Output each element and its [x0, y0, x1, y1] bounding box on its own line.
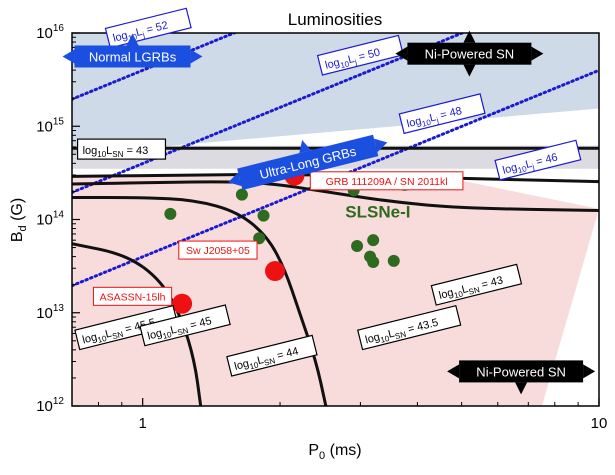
jet-label-text-3: log10Lj = 46 — [501, 151, 559, 178]
region-arrow-text-3: Ni-Powered SN — [476, 364, 566, 379]
lsn-label-box-0 — [76, 138, 167, 160]
lsn-label-box-5 — [430, 263, 523, 306]
x-tick-label-0: 1 — [139, 415, 147, 432]
x-tick-label-1: 10 — [591, 415, 608, 432]
slsne-point-1 — [235, 188, 248, 201]
slsne-point-0 — [164, 207, 177, 220]
event-point-2 — [172, 293, 193, 314]
region-arrow-3: Ni-Powered SN — [447, 360, 596, 395]
region-arrow-box-2 — [237, 134, 379, 190]
slsne-point-6 — [351, 239, 364, 252]
jet-label-text-2: log10Lj = 48 — [406, 105, 464, 132]
lsn-label-text-3: log10LSN = 44 — [233, 345, 300, 374]
region-arrow-right-3 — [583, 364, 596, 379]
event-label-box-2 — [92, 286, 173, 306]
region-arrow-down-1 — [463, 64, 476, 77]
y-tick-label-3: 1015 — [36, 116, 64, 135]
lsn-label-5: log10LSN = 43 — [430, 263, 523, 306]
lsn-contour-2 — [72, 180, 599, 212]
lsn-contour-3 — [72, 196, 328, 406]
jet-line-52 — [72, 0, 599, 6]
lsn-label-text-5: log10LSN = 43 — [438, 274, 505, 303]
event-point-1 — [265, 261, 286, 282]
lsn-label-3: log10LSN = 44 — [226, 334, 318, 377]
region-arrow-down-3 — [515, 382, 528, 395]
jet-label-box-2 — [398, 93, 486, 135]
region-arrow-right-2 — [373, 138, 388, 153]
chart-title: Luminosities — [288, 10, 383, 29]
region-arrow-up-1 — [463, 30, 476, 43]
slsne-point-7 — [367, 234, 380, 247]
jet-label-box-1 — [316, 34, 404, 76]
lsn-label-box-1 — [74, 304, 179, 351]
jet-label-box-0 — [104, 7, 192, 49]
jet-label-2: log10Lj = 48 — [398, 93, 486, 135]
region-arrow-right-0 — [190, 49, 203, 64]
event-label-0: GRB 111209A / SN 2011kl — [326, 176, 448, 188]
jet-label-1: log10Lj = 50 — [316, 34, 404, 76]
region-arrow-box-0 — [74, 45, 191, 68]
region-arrow-box-1 — [407, 42, 532, 65]
y-tick-label-2: 1014 — [36, 210, 64, 229]
x-axis-title: P0 (ms) — [308, 442, 361, 462]
lsn-label-text-0: log10LSN = 43 — [83, 145, 149, 159]
event-label-box-1 — [178, 240, 258, 260]
lsn-label-text-2: log10LSN = 45 — [146, 315, 213, 344]
lsn-label-4: log10LSN = 43.5 — [357, 304, 462, 351]
lower-right-region — [541, 208, 599, 406]
region-arrow-up-0 — [126, 33, 139, 46]
lsn-label-2: log10LSN = 45 — [139, 304, 231, 347]
y-tick-label-4: 1016 — [36, 23, 64, 42]
region-arrow-1: Ni-Powered SN — [395, 30, 544, 77]
region-arrow-left-0 — [62, 49, 75, 64]
y-tick-label-0: 1012 — [36, 396, 64, 415]
event-label-2: ASASSN-15lh — [100, 291, 166, 303]
region-arrow-up-2 — [299, 140, 311, 154]
event-label-1: Sw J2058+05 — [186, 245, 250, 257]
event-label-box-0 — [309, 171, 464, 191]
slsne-point-2 — [257, 209, 270, 222]
y-tick-label-1: 1013 — [36, 303, 64, 322]
lsn-label-box-2 — [139, 304, 231, 347]
jet-label-3: log10Lj = 46 — [494, 139, 582, 181]
jet-label-0: log10Lj = 52 — [104, 7, 192, 49]
region-arrow-left-3 — [447, 364, 460, 379]
region-arrow-right-1 — [531, 46, 544, 61]
region-arrow-left-1 — [395, 46, 408, 61]
region-arrow-text-0: Normal LGRBs — [89, 49, 177, 64]
slsne-point-9 — [367, 256, 380, 269]
slsne-region-label: SLSNe-I — [345, 203, 410, 222]
lsn-label-0: log10LSN = 43 — [76, 138, 167, 160]
region-arrow-box-3 — [459, 360, 584, 383]
region-arrow-left-2 — [228, 172, 242, 187]
region-arrow-text-1: Ni-Powered SN — [425, 47, 515, 62]
jet-label-text-1: log10Lj = 50 — [324, 47, 382, 74]
slsne-point-10 — [387, 254, 400, 267]
lsn-label-box-3 — [226, 334, 318, 377]
y-axis-title: Bd (G) — [9, 198, 29, 242]
lsn-label-box-4 — [357, 304, 462, 351]
region-arrow-0: Normal LGRBs — [62, 33, 203, 68]
jet-label-box-3 — [494, 139, 582, 181]
